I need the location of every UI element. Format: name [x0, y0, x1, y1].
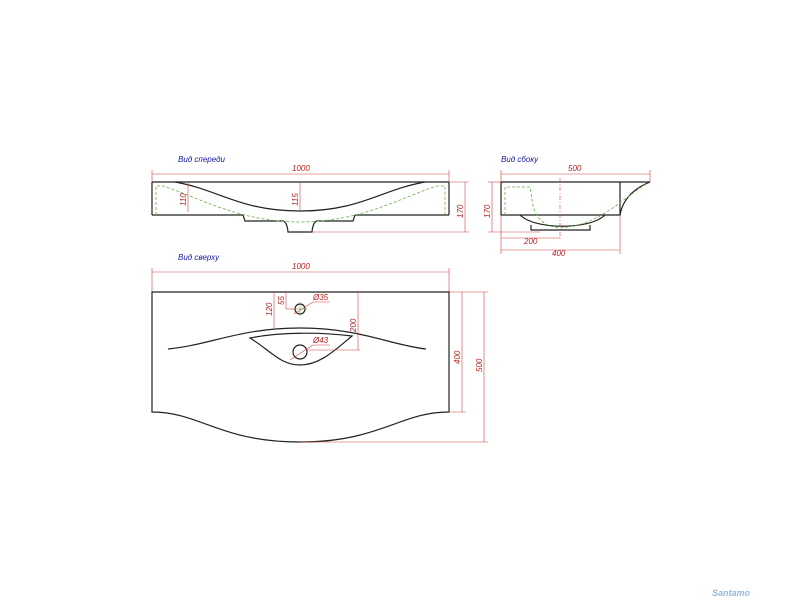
top-view-title: Вид сверху	[178, 253, 220, 262]
side-view-title: Вид сбоку	[501, 155, 539, 164]
front-depth-center: 115	[291, 193, 300, 206]
tap-offset-label: 55	[277, 296, 286, 305]
front-drain-outline	[242, 214, 356, 233]
drain-hole-label: Ø43	[312, 336, 329, 345]
front-view: Вид спереди 1000 110 115 170	[151, 155, 469, 233]
brand-logo: Santamo	[712, 588, 751, 598]
side-height-label: 170	[483, 204, 492, 218]
side-body-label: 400	[552, 249, 566, 258]
front-view-title: Вид спереди	[178, 155, 226, 164]
side-depth-label: 500	[568, 164, 582, 173]
top-body-depth-label: 400	[453, 350, 462, 364]
top-deck-curve	[167, 327, 427, 350]
side-front-curve	[619, 181, 651, 216]
tap-hole-label: Ø35	[312, 293, 329, 302]
side-view: Вид сбоку 500 170 200 400	[483, 155, 651, 258]
front-depth-left: 110	[179, 193, 188, 206]
front-body-outline	[151, 181, 450, 216]
front-height-label: 170	[456, 204, 465, 218]
drain-offset-label: 200	[349, 318, 358, 333]
drain-hole	[292, 344, 308, 360]
front-hidden-line	[155, 185, 446, 223]
side-drain-label: 200	[523, 237, 538, 246]
side-hidden-line	[504, 182, 649, 229]
front-width-label: 1000	[292, 164, 310, 173]
top-bowl-outline	[248, 332, 354, 366]
top-total-depth-label: 500	[475, 358, 484, 372]
side-body-outline	[500, 181, 650, 231]
tap-row-label: 120	[265, 302, 274, 316]
top-view: Вид сверху 1000 Ø35 Ø43 120 55 200 400 5…	[151, 253, 488, 443]
top-width-label: 1000	[292, 262, 310, 271]
